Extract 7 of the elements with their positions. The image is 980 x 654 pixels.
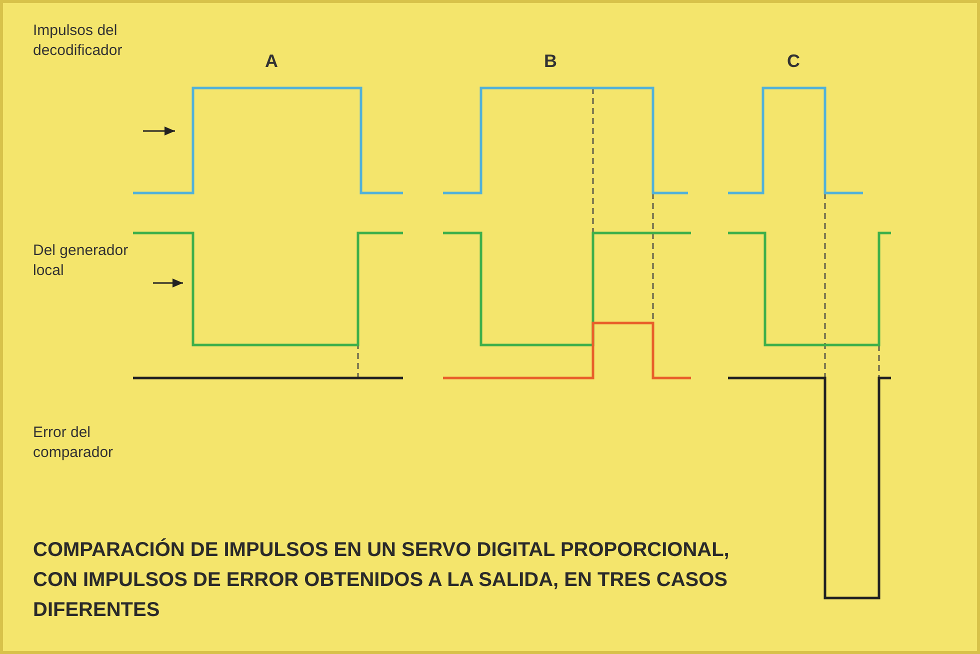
caption: COMPARACIÓN DE IMPULSOS EN UN SERVO DIGITAL PROPORCIONAL, CON IMPULSOS DE ERROR OBTENIDOS A LA SALIDA, EN TRES CASOS DIFERENTES bbox=[33, 537, 730, 623]
signal-label: Del generador local bbox=[33, 241, 130, 281]
signal-label: Error del comparador bbox=[33, 423, 114, 463]
case-letter: B bbox=[544, 51, 557, 71]
case-letter: C bbox=[787, 51, 800, 71]
signal-label: Impulsos del decodificador bbox=[33, 21, 124, 61]
case-letter: A bbox=[265, 51, 278, 71]
